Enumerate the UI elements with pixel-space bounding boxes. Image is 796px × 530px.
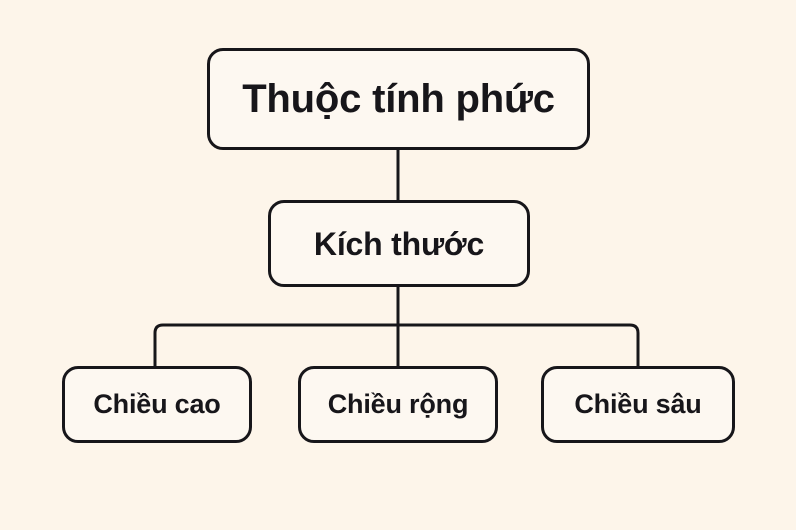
node-leaf-height[interactable]: Chiều cao <box>62 366 252 443</box>
node-size-label: Kích thước <box>313 225 485 262</box>
node-leaf-height-label: Chiều cao <box>93 389 221 419</box>
node-leaf-depth-label: Chiều sâu <box>574 389 702 419</box>
node-root-label: Thuộc tính phức <box>242 77 555 121</box>
node-root-complex-attribute[interactable]: Thuộc tính phức <box>207 48 590 150</box>
node-leaf-depth[interactable]: Chiều sâu <box>541 366 735 443</box>
node-leaf-width-label: Chiều rộng <box>327 389 469 419</box>
connector-bus-to-right-leaf <box>398 323 640 366</box>
connector-bus-to-left-leaf <box>153 323 398 366</box>
node-leaf-width[interactable]: Chiều rộng <box>298 366 498 443</box>
node-size[interactable]: Kích thước <box>268 200 530 287</box>
